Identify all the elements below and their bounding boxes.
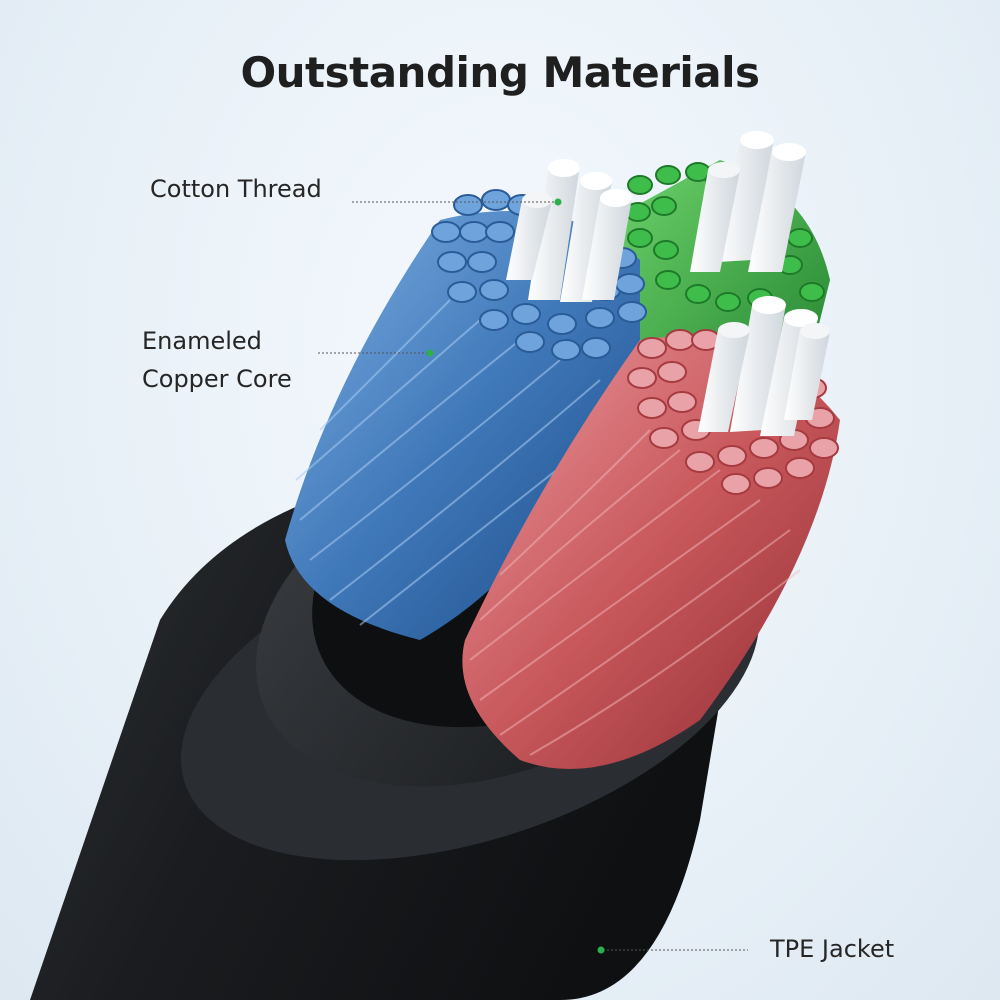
label-enameled-copper-core: Enameled Copper Core: [142, 322, 292, 398]
callout-lines: [318, 201, 748, 951]
callout-dots: [426, 198, 605, 954]
cotton-threads-red: [698, 296, 830, 436]
label-tpe-jacket: TPE Jacket: [770, 935, 895, 963]
label-copper-line2: Copper Core: [142, 365, 292, 393]
page-title: Outstanding Materials: [240, 48, 760, 97]
tpe-jacket-dot: [597, 946, 605, 954]
label-cotton-thread: Cotton Thread: [150, 175, 322, 203]
cotton-threads-blue: [506, 159, 632, 302]
cotton-threads-green: [690, 131, 806, 272]
copper-core-dot: [426, 349, 434, 357]
cotton-thread-dot: [554, 198, 562, 206]
red-twist-lines: [469, 429, 801, 756]
label-copper-line1: Enameled: [142, 327, 262, 355]
